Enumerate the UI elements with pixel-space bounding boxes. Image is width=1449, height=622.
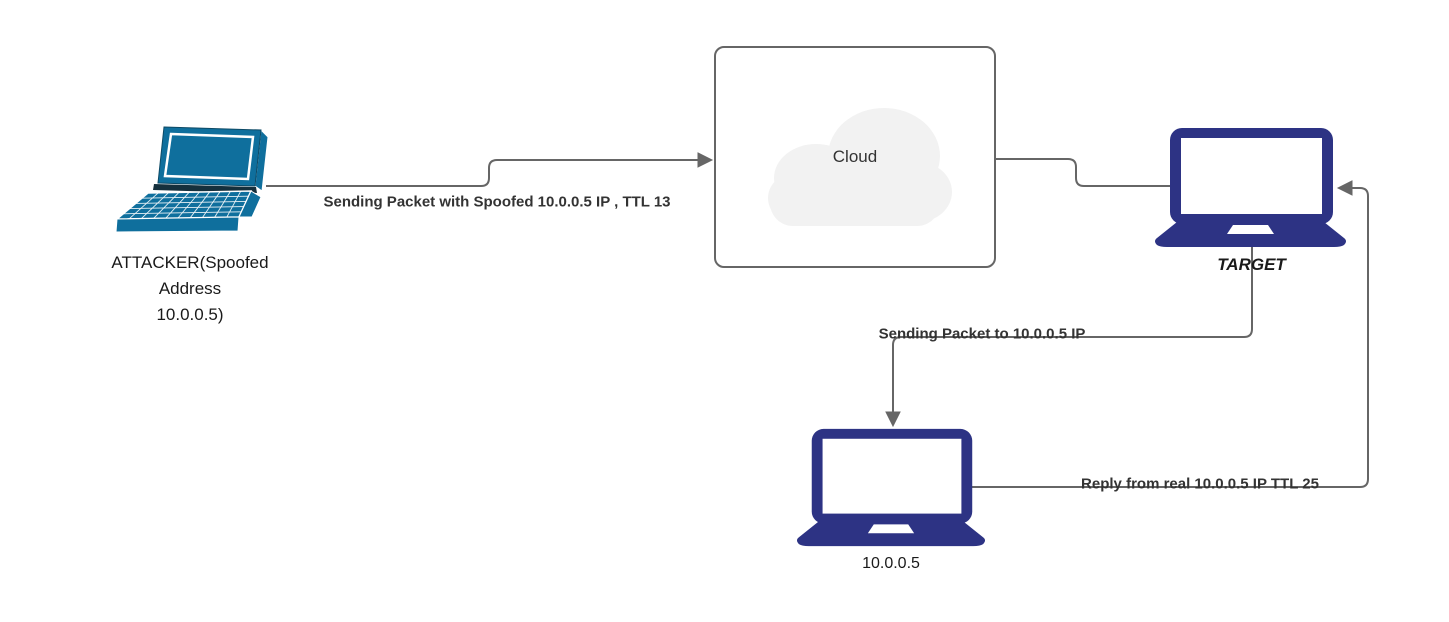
edge-attacker-to-cloud-arrowhead bbox=[697, 152, 714, 168]
target-label: TARGET bbox=[1217, 255, 1286, 274]
cloud-node: Cloud bbox=[714, 46, 996, 268]
target-node bbox=[1153, 128, 1348, 248]
real-host-label: 10.0.0.5 bbox=[862, 555, 920, 572]
attacker-laptop-icon bbox=[114, 126, 269, 233]
attacker-label: ATTACKER(Spoofed Address 10.0.0.5) bbox=[88, 250, 292, 328]
real-host-laptop-icon bbox=[796, 428, 986, 547]
edge-label-target-to-real-host: Sending Packet to 10.0.0.5 IP bbox=[878, 325, 1086, 343]
edge-cloud-to-target bbox=[996, 158, 1170, 187]
attacker-label-line3: 10.0.0.5) bbox=[156, 305, 224, 324]
real-host-node bbox=[795, 428, 987, 548]
edge-label-attacker-to-cloud: Sending Packet with Spoofed 10.0.0.5 IP … bbox=[323, 193, 671, 211]
edge-target-to-real-host-arrowhead bbox=[885, 411, 901, 428]
keyboard-grid bbox=[123, 190, 249, 220]
attacker-node bbox=[104, 120, 274, 238]
target-laptop-icon bbox=[1155, 128, 1346, 247]
cloud-icon bbox=[768, 108, 952, 226]
attacker-label-line2: Address bbox=[158, 279, 222, 298]
edge-target-to-real-host bbox=[892, 247, 1253, 412]
attacker-label-line1: ATTACKER(Spoofed bbox=[111, 253, 269, 272]
edge-label-real-host-to-target: Reply from real 10.0.0.5 IP TTL 25 bbox=[1081, 475, 1319, 493]
edge-real-host-to-target-arrowhead bbox=[1336, 180, 1353, 196]
edge-attacker-to-cloud bbox=[266, 159, 698, 187]
cloud-label: Cloud bbox=[832, 147, 878, 166]
edge-real-host-to-target bbox=[972, 187, 1369, 488]
